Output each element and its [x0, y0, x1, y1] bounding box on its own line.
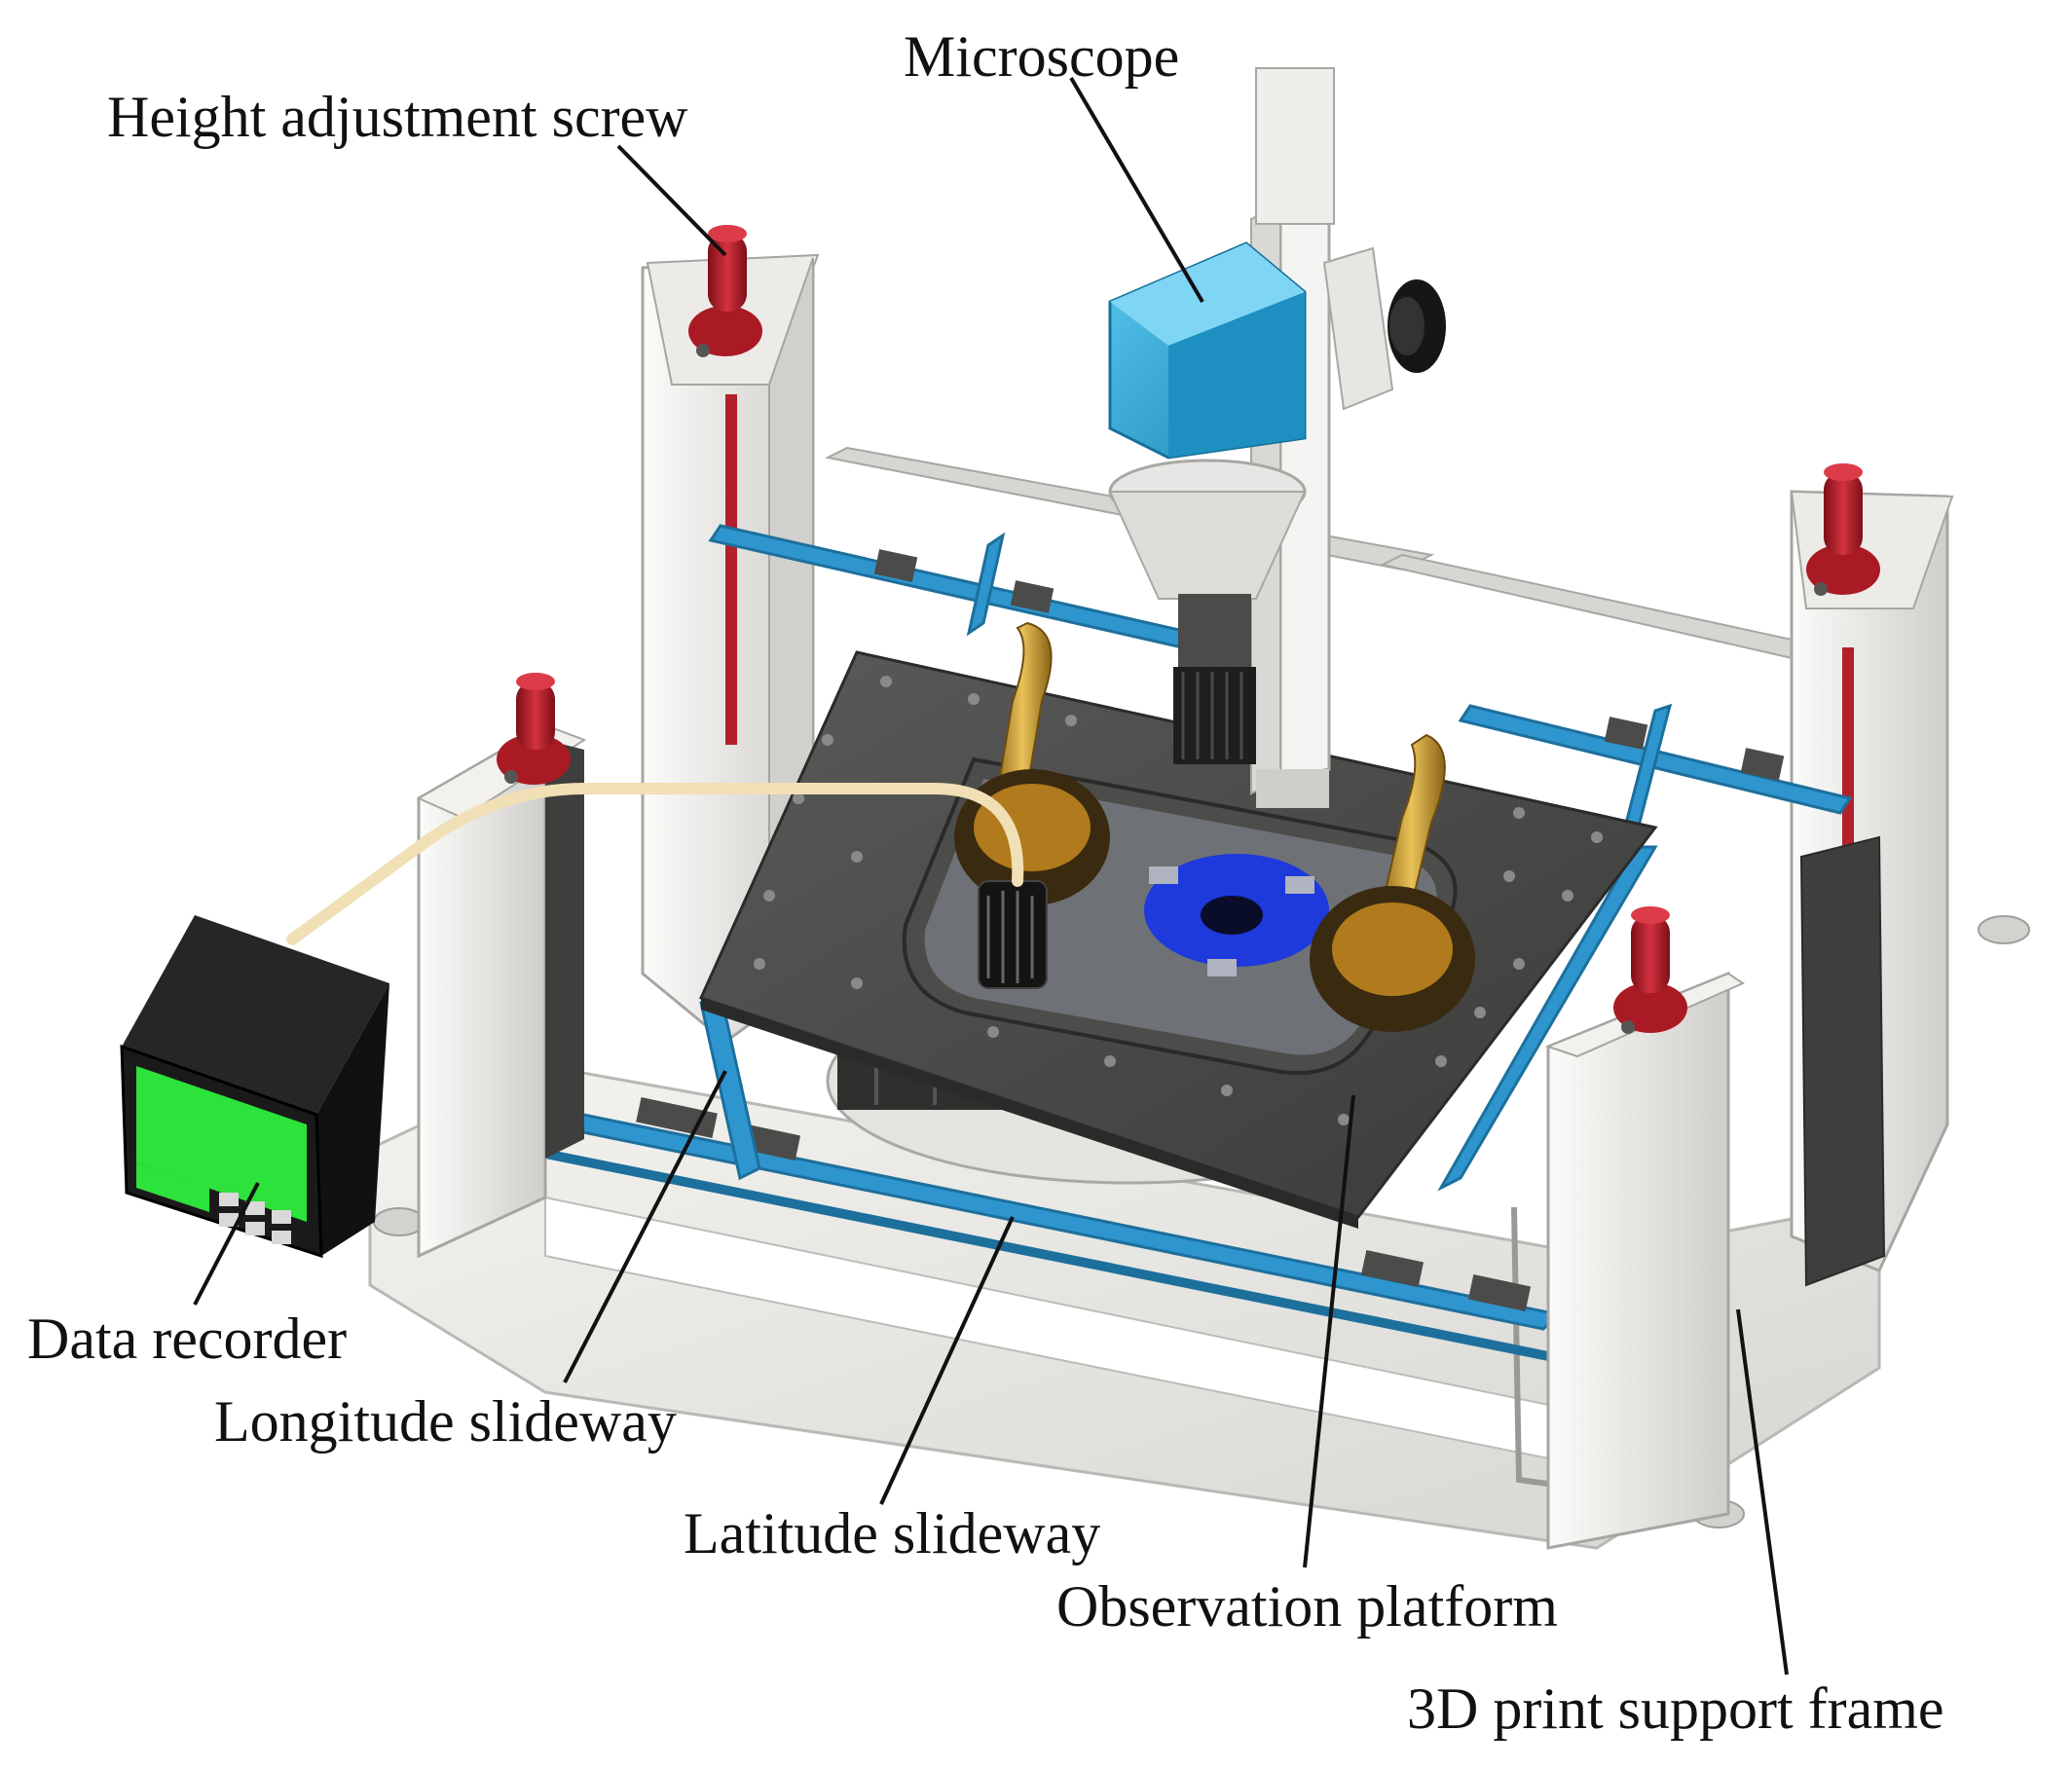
height-screw-left-front	[497, 673, 571, 785]
height-screw-right-rear	[1806, 463, 1880, 596]
label-3d-print-support-frame: 3D print support frame	[1407, 1676, 1944, 1741]
label-microscope: Microscope	[904, 24, 1180, 89]
back-rail	[824, 446, 1853, 669]
focus-knob	[1388, 279, 1446, 373]
longitude-slideway	[699, 532, 1673, 1192]
label-longitude-slideway: Longitude slideway	[214, 1389, 677, 1454]
cable	[286, 783, 1024, 945]
label-height-adjustment-screw: Height adjustment screw	[107, 85, 688, 149]
clamp-right	[1310, 733, 1475, 1032]
support-frame-base	[368, 915, 2030, 1550]
sample	[1144, 854, 1329, 976]
label-latitude-slideway: Latitude slideway	[684, 1501, 1101, 1565]
sensor	[978, 880, 1048, 989]
leader-microscope	[1069, 76, 1204, 304]
support-post-right-rear	[1790, 490, 1954, 1287]
leader-support-frame	[1736, 1308, 1789, 1676]
leader-data-recorder	[193, 1182, 260, 1306]
label-observation-platform: Observation platform	[1056, 1574, 1558, 1639]
leader-longitude-slideway	[563, 1070, 727, 1383]
label-data-recorder: Data recorder	[27, 1307, 348, 1371]
height-screw-left-rear	[688, 225, 762, 357]
microscope	[1108, 241, 1307, 764]
leader-lines	[193, 76, 1789, 1676]
support-post-right-front	[1545, 971, 1746, 1550]
height-screw-right-front	[1613, 906, 1687, 1034]
leader-height-screw	[616, 144, 727, 257]
leader-latitude-slideway	[879, 1216, 1015, 1505]
data-recorder	[120, 915, 389, 1259]
leader-observation-platform	[1303, 1094, 1355, 1568]
